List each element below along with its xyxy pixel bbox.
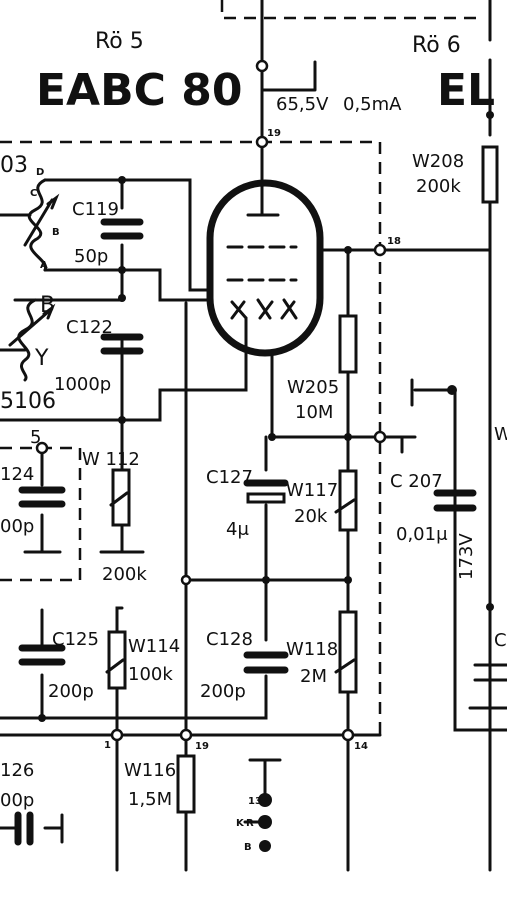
w205-value: 10M [295, 402, 333, 423]
capacitor-c126 [14, 811, 34, 846]
w205-ref: W205 [287, 377, 339, 398]
capacitor-c128 [243, 651, 289, 674]
tube-ro6-type: EL 8 [437, 65, 507, 116]
w116-value: 1,5M [128, 789, 172, 810]
c124-ref: 124 [0, 464, 34, 485]
c119-ref: C119 [72, 199, 119, 220]
switch-b: B [244, 842, 252, 853]
wiring [0, 0, 507, 872]
c124-value: 00p [0, 516, 34, 537]
pin-13: 13 [248, 796, 262, 807]
c-edge-ref: C [494, 630, 507, 651]
resistor-w208 [481, 145, 499, 204]
tube-ro5-type: EABC 80 [36, 65, 243, 116]
resistor-w114 [107, 630, 127, 690]
c126-value: 00p [0, 790, 34, 811]
capacitor-c125 [18, 644, 66, 666]
switch-k: K [236, 818, 245, 829]
resistor-w118 [338, 610, 358, 694]
resistor-w116 [176, 754, 196, 814]
c125-ref: C125 [52, 629, 99, 650]
c122-value: 1000p [54, 374, 111, 395]
coil-l103 [23, 178, 60, 272]
c126-ref: 126 [0, 760, 34, 781]
c207-ref: C 207 [390, 471, 443, 492]
coil-l106-y: Y [34, 346, 49, 371]
pin-5: 5 [30, 427, 41, 448]
coil-l103-ref: 03 [0, 153, 28, 178]
w-edge-ref: W [494, 424, 507, 445]
c127-ref: C127 [206, 467, 253, 488]
pin-14: 14 [354, 741, 368, 752]
w117-ref: W117 [286, 480, 338, 501]
w208-ref: W208 [412, 151, 464, 172]
junctions [35, 59, 494, 742]
capacitor-c124 [18, 486, 66, 508]
plate-voltage: 173V [456, 533, 477, 580]
resistor-w117 [338, 469, 358, 532]
coil-l103-c: C [30, 188, 37, 199]
c128-value: 200p [200, 681, 246, 702]
pin-19-bottom: 19 [195, 741, 209, 752]
pin-1: 1 [104, 740, 111, 751]
w112-value: 200k [102, 564, 147, 585]
c207-value: 0,01μ [396, 524, 448, 545]
w118-ref: W118 [286, 639, 338, 660]
w114-ref: W114 [128, 636, 180, 657]
labels: Rö 5 EABC 80 Rö 6 EL 8 65,5V 0,5mA 19 18… [0, 29, 507, 853]
w114-value: 100k [128, 664, 173, 685]
resistors [105, 145, 499, 814]
c119-value: 50p [74, 246, 108, 267]
pin-18: 18 [387, 236, 401, 247]
c128-ref: C128 [206, 629, 253, 650]
coil-l103-d: D [36, 167, 44, 178]
c125-value: 200p [48, 681, 94, 702]
coil-l106-ref: 5106 [0, 389, 56, 414]
supply-current: 0,5mA [343, 94, 402, 115]
coil-l103-a: A [40, 260, 48, 271]
w208-value: 200k [416, 176, 461, 197]
tube-ro6-ref: Rö 6 [412, 33, 461, 58]
coil-l106-b: B [40, 293, 55, 318]
tube-ro5-ref: Rö 5 [95, 29, 144, 54]
resistor-w205 [338, 314, 358, 374]
c127-value: 4μ [226, 519, 249, 540]
switch-kr [243, 793, 272, 852]
w118-value: 2M [300, 666, 327, 687]
supply-voltage: 65,5V [276, 94, 329, 115]
pin-19-top: 19 [267, 128, 281, 139]
w117-value: 20k [294, 506, 328, 527]
tube-eabc80 [206, 179, 324, 357]
capacitor-c207 [433, 489, 477, 512]
coil-l106 [8, 298, 56, 382]
coil-l103-b: B [52, 227, 60, 238]
c122-ref: C122 [66, 317, 113, 338]
ground-stubs [0, 378, 507, 720]
capacitor-c122 [100, 333, 144, 355]
switch-r: R [246, 818, 254, 829]
w116-ref: W116 [124, 760, 176, 781]
w112-ref: W 112 [82, 449, 140, 470]
capacitor-c119 [100, 218, 144, 240]
capacitors [14, 218, 477, 846]
